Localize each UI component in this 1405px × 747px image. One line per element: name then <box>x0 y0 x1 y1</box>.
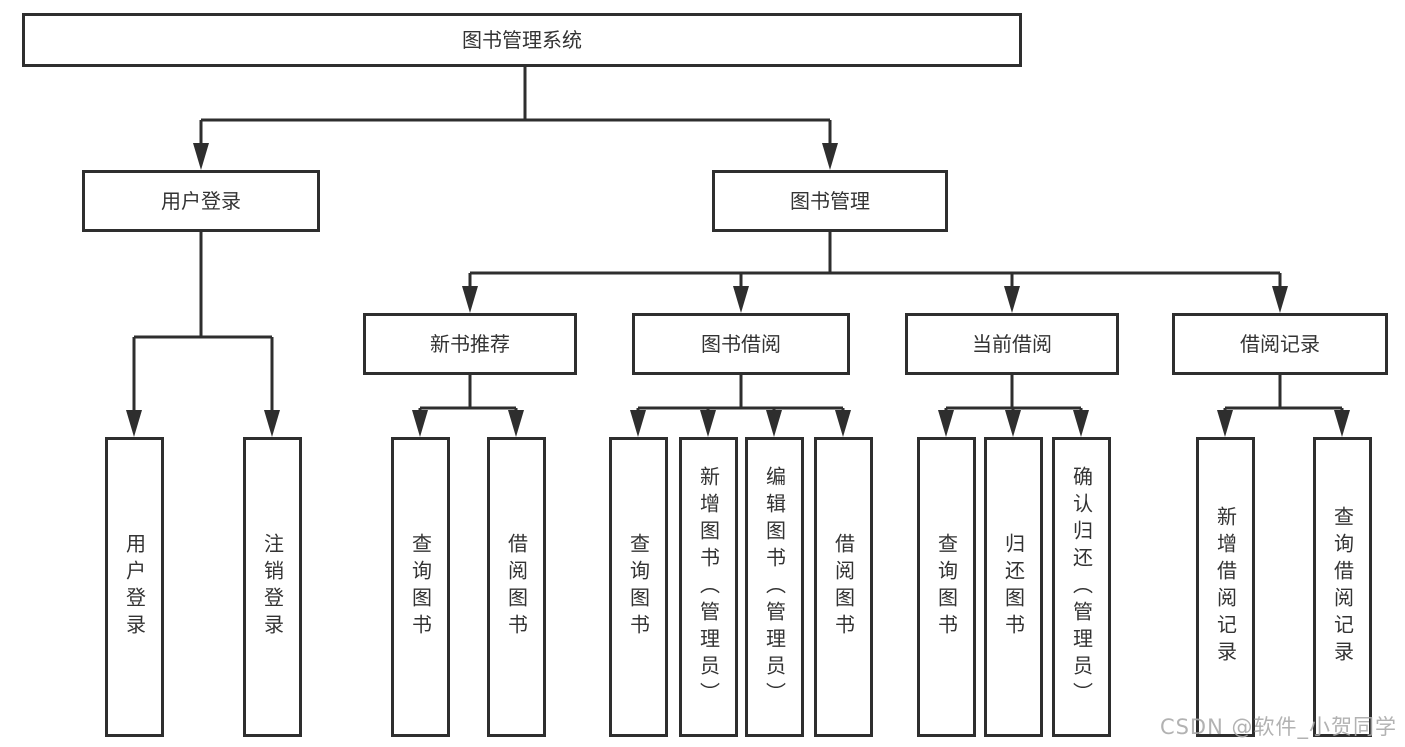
arrowhead-down-icon <box>1217 410 1233 437</box>
arrowhead-down-icon <box>193 143 209 170</box>
arrowhead-down-icon <box>412 410 428 437</box>
node-book-borrow: 图书借阅 <box>632 313 850 375</box>
node-leaf-bb-borrow: 借阅图书 <box>814 437 873 737</box>
node-label: 图书管理系统 <box>462 28 582 52</box>
arrowhead-down-icon <box>508 410 524 437</box>
node-leaf-cb-confirm: 确认归还（管理员） <box>1052 437 1111 737</box>
node-leaf-bb-query: 查询图书 <box>609 437 668 737</box>
node-current-borrow: 当前借阅 <box>905 313 1119 375</box>
node-label: 借阅图书 <box>831 533 856 641</box>
node-label: 图书借阅 <box>701 332 781 356</box>
arrowhead-down-icon <box>835 410 851 437</box>
node-root: 图书管理系统 <box>22 13 1022 67</box>
arrowhead-down-icon <box>1073 410 1089 437</box>
arrowhead-down-icon <box>1334 410 1350 437</box>
node-label: 用户登录 <box>122 533 147 641</box>
arrowhead-down-icon <box>462 286 478 313</box>
node-leaf-cb-query: 查询图书 <box>917 437 976 737</box>
node-leaf-br-add: 新增借阅记录 <box>1196 437 1255 737</box>
arrowhead-down-icon <box>822 143 838 170</box>
node-label: 确认归还（管理员） <box>1069 465 1094 709</box>
node-label: 归还图书 <box>1001 533 1026 641</box>
arrowhead-down-icon <box>1005 410 1021 437</box>
node-borrow-record: 借阅记录 <box>1172 313 1388 375</box>
arrowhead-down-icon <box>630 410 646 437</box>
node-user-login: 用户登录 <box>82 170 320 232</box>
watermark-text: CSDN @软件_小贺同学 <box>1159 715 1397 739</box>
node-label: 新增借阅记录 <box>1213 506 1238 668</box>
arrowhead-down-icon <box>1272 286 1288 313</box>
node-leaf-bb-add: 新增图书（管理员） <box>679 437 738 737</box>
arrowhead-down-icon <box>700 410 716 437</box>
arrowhead-down-icon <box>733 286 749 313</box>
node-leaf-bb-edit: 编辑图书（管理员） <box>745 437 804 737</box>
node-label: 注销登录 <box>260 533 285 641</box>
arrowhead-down-icon <box>766 410 782 437</box>
node-label: 新书推荐 <box>430 332 510 356</box>
node-leaf-br-query: 查询借阅记录 <box>1313 437 1372 737</box>
node-leaf-logout: 注销登录 <box>243 437 302 737</box>
node-label: 借阅记录 <box>1240 332 1320 356</box>
node-label: 查询借阅记录 <box>1330 506 1355 668</box>
node-label: 用户登录 <box>161 189 241 213</box>
arrowhead-down-icon <box>264 410 280 437</box>
node-leaf-nb-query: 查询图书 <box>391 437 450 737</box>
node-label: 查询图书 <box>626 533 651 641</box>
node-label: 新增图书（管理员） <box>696 465 721 709</box>
arrowhead-down-icon <box>126 410 142 437</box>
node-leaf-user-login: 用户登录 <box>105 437 164 737</box>
arrowhead-down-icon <box>938 410 954 437</box>
node-label: 编辑图书（管理员） <box>762 465 787 709</box>
node-label: 查询图书 <box>934 533 959 641</box>
node-label: 查询图书 <box>408 533 433 641</box>
arrowhead-down-icon <box>1004 286 1020 313</box>
node-label: 当前借阅 <box>972 332 1052 356</box>
node-leaf-nb-borrow: 借阅图书 <box>487 437 546 737</box>
node-new-book-rec: 新书推荐 <box>363 313 577 375</box>
node-label: 图书管理 <box>790 189 870 213</box>
node-leaf-cb-return: 归还图书 <box>984 437 1043 737</box>
node-book-mgmt: 图书管理 <box>712 170 948 232</box>
node-label: 借阅图书 <box>504 533 529 641</box>
